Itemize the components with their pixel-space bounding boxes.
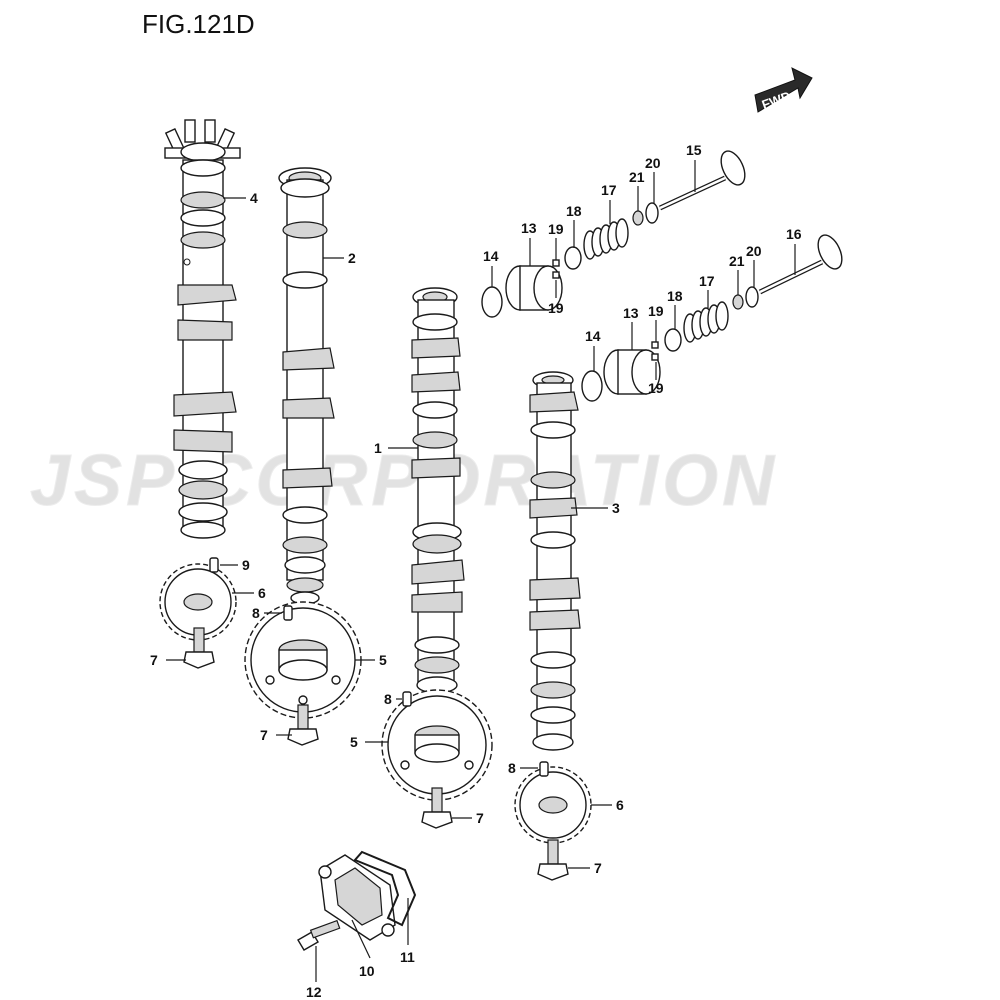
callout-10: 10 xyxy=(359,963,375,979)
pin-8-c xyxy=(539,761,549,777)
seat-20-a xyxy=(645,202,659,224)
sprocket-5-center xyxy=(381,689,493,801)
bolt-7-d xyxy=(537,839,569,881)
sprocket-5-left xyxy=(244,601,362,719)
retainer-18-a xyxy=(564,246,582,270)
callout-7-b: 7 xyxy=(260,727,268,743)
watermark-text: JSP CORPORATION xyxy=(30,441,778,521)
camshaft-4-rotor xyxy=(164,119,241,162)
callout-9: 9 xyxy=(242,557,250,573)
callout-3: 3 xyxy=(612,500,620,516)
spring-17-a xyxy=(583,218,629,260)
camshaft-4 xyxy=(164,119,241,539)
callout-20-a: 20 xyxy=(645,155,661,171)
bolt-12 xyxy=(297,919,341,951)
callout-5-left: 5 xyxy=(379,652,387,668)
callout-21-b: 21 xyxy=(729,253,745,269)
callout-19-b: 19 xyxy=(548,300,564,316)
bolt-7-a xyxy=(183,627,215,669)
retainer-18-b xyxy=(664,328,682,352)
callout-12: 12 xyxy=(306,984,322,1000)
spring-17-b xyxy=(683,301,729,343)
callout-17-a: 17 xyxy=(601,182,617,198)
sprocket-6-left xyxy=(159,563,237,641)
callout-15: 15 xyxy=(686,142,702,158)
callout-19-a: 19 xyxy=(548,221,564,237)
callout-13-a: 13 xyxy=(521,220,537,236)
callout-8-b: 8 xyxy=(384,691,392,707)
fwd-arrow-icon: FWD xyxy=(754,67,813,113)
callout-7-a: 7 xyxy=(150,652,158,668)
camshaft-1 xyxy=(411,287,465,694)
bolt-7-c xyxy=(421,787,453,829)
seat-20-b xyxy=(745,286,759,308)
callout-1: 1 xyxy=(374,440,382,456)
leader-lines xyxy=(166,160,796,982)
callout-4: 4 xyxy=(250,190,258,206)
sprocket-6-right xyxy=(514,766,592,844)
callout-16: 16 xyxy=(786,226,802,242)
callout-17-b: 17 xyxy=(699,273,715,289)
keeper-19-a xyxy=(552,259,560,267)
callout-13-b: 13 xyxy=(623,305,639,321)
callout-7-c: 7 xyxy=(476,810,484,826)
bolt-7-b xyxy=(287,704,319,746)
seal-21-b xyxy=(732,294,744,310)
gasket-11 xyxy=(353,850,417,927)
callout-11: 11 xyxy=(400,949,415,965)
callout-8-a: 8 xyxy=(252,605,260,621)
pin-8-a xyxy=(283,605,293,621)
callout-19-d: 19 xyxy=(648,380,664,396)
shim-14-b xyxy=(581,370,603,402)
valve-16 xyxy=(758,234,843,295)
callout-2: 2 xyxy=(348,250,356,266)
keeper-19-c xyxy=(651,341,659,349)
callout-6-left: 6 xyxy=(258,585,266,601)
callout-8-c: 8 xyxy=(508,760,516,776)
pin-9 xyxy=(209,557,219,573)
camshaft-2 xyxy=(278,167,335,605)
figure-title: FIG.121D xyxy=(142,9,255,39)
callout-18-a: 18 xyxy=(566,203,582,219)
callout-18-b: 18 xyxy=(667,288,683,304)
valve-15 xyxy=(658,150,746,211)
callout-14-a: 14 xyxy=(483,248,499,264)
callout-7-d: 7 xyxy=(594,860,602,876)
keeper-19-d xyxy=(651,353,659,361)
callouts: 4 2 1 3 5 5 6 6 7 7 7 7 8 8 8 9 10 11 12… xyxy=(150,142,802,1000)
callout-5-center: 5 xyxy=(350,734,358,750)
callout-19-c: 19 xyxy=(648,303,664,319)
callout-14-b: 14 xyxy=(585,328,601,344)
keeper-19-b xyxy=(552,271,560,279)
valve-train-lower xyxy=(581,234,843,402)
callout-21-a: 21 xyxy=(629,169,645,185)
callout-20-b: 20 xyxy=(746,243,762,259)
valve-train-upper xyxy=(481,150,746,318)
pin-8-b xyxy=(402,691,412,707)
shim-14-a xyxy=(481,286,503,318)
tappet-13-b xyxy=(603,349,661,395)
callout-6-right: 6 xyxy=(616,797,624,813)
cover-10 xyxy=(318,854,396,941)
seal-21-a xyxy=(632,210,644,226)
camshaft-3 xyxy=(529,371,581,751)
